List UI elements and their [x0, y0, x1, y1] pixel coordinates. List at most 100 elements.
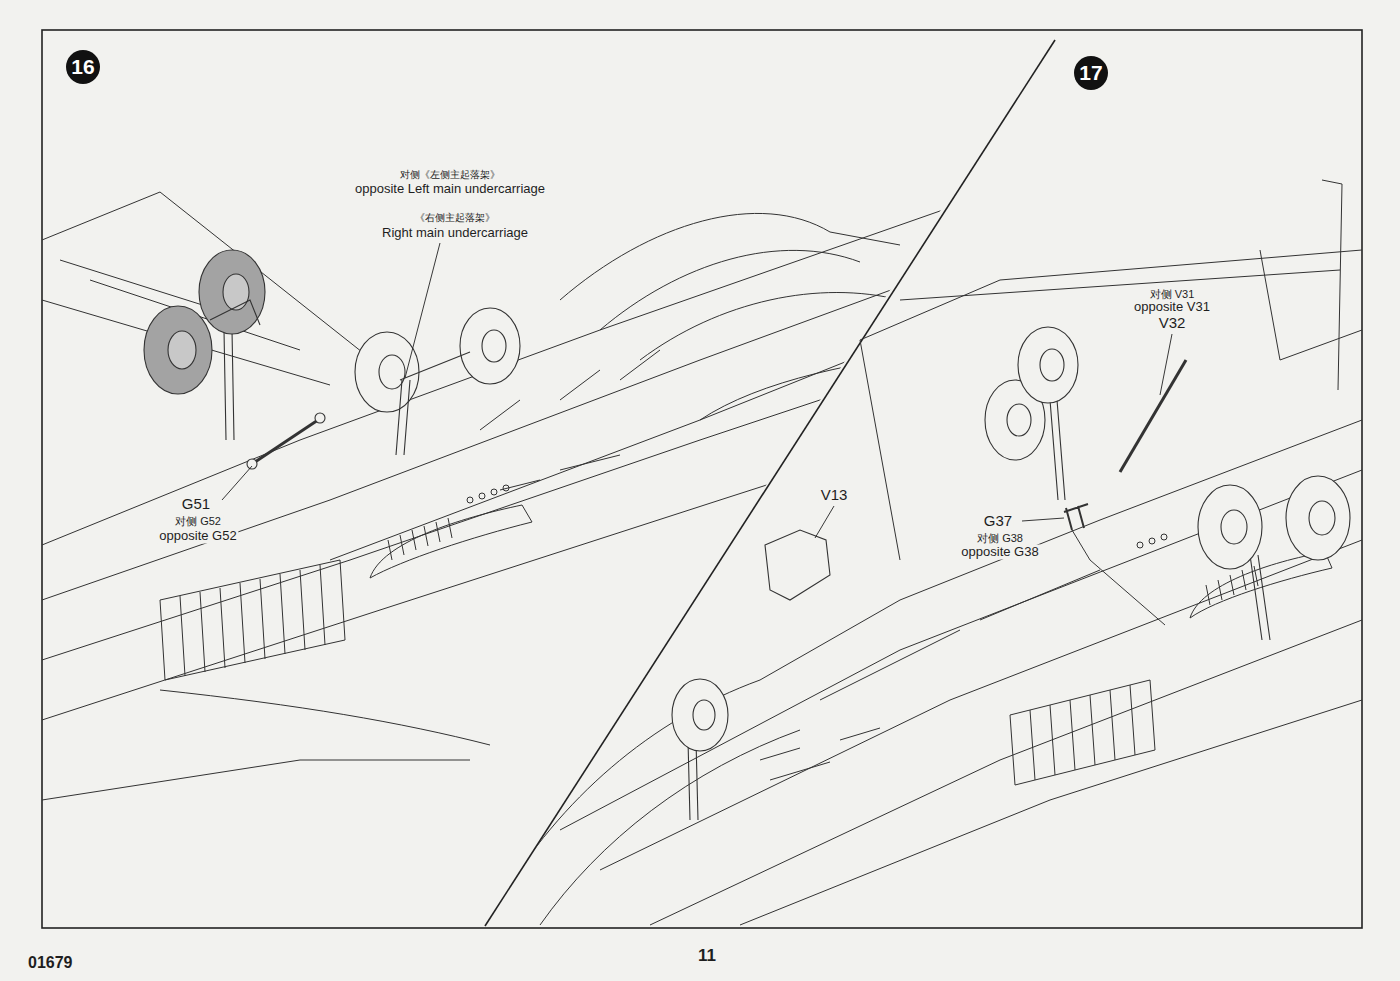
aircraft-drawing: [640, 293, 900, 361]
leader-line: [405, 243, 440, 378]
landing-gear: [144, 306, 212, 394]
landing-gear: [1309, 501, 1335, 535]
aircraft-drawing: [650, 620, 1362, 925]
landing-gear: [765, 530, 830, 600]
landing-gear: [1064, 504, 1088, 530]
landing-gear: [144, 250, 520, 469]
landing-gear: [199, 250, 265, 334]
aircraft-drawing: [820, 570, 1100, 700]
aircraft-drawing: [860, 250, 1362, 340]
part-label: 对侧 G52: [173, 515, 223, 528]
aircraft-drawing: [479, 493, 485, 499]
aircraft-drawing: [900, 270, 1340, 300]
step-number: 16: [66, 50, 100, 84]
part-label: G51: [180, 495, 212, 512]
aircraft-drawing: [560, 213, 900, 300]
landing-gear: [1198, 485, 1262, 569]
step-number: 17: [1074, 56, 1108, 90]
part-label: opposite G38: [959, 545, 1040, 560]
aircraft-drawing: [1137, 542, 1143, 548]
part-label: Right main undercarriage: [380, 226, 530, 241]
page-number: 01679: [26, 954, 75, 972]
part-label: G37: [982, 512, 1014, 529]
page-frame: [42, 30, 1362, 928]
part-label: V13: [819, 486, 850, 503]
aircraft-drawing: [42, 190, 1000, 545]
aircraft-drawing: [1030, 685, 1135, 780]
part-label: 对侧 V31: [1148, 288, 1197, 301]
step-number-text: 16: [71, 55, 94, 79]
aircraft-drawing: [1206, 566, 1258, 605]
page-frame: [485, 40, 1055, 926]
landing-gear: [247, 459, 257, 469]
landing-gear: [168, 331, 196, 369]
aircraft-drawing: [600, 540, 1362, 870]
aircraft-drawing: [740, 700, 1362, 925]
aircraft-drawing: [1149, 538, 1155, 544]
part-label: 对侧《左侧主起落架》: [398, 169, 502, 181]
aircraft-drawing: [503, 485, 509, 491]
part-label: 《右侧主起落架》: [413, 212, 497, 224]
aircraft-drawing: [560, 470, 1362, 830]
aircraft-drawing: [42, 250, 1000, 600]
aircraft-drawing: [760, 420, 1362, 680]
aircraft-drawing: [467, 497, 473, 503]
landing-gear: [255, 420, 318, 462]
landing-gear: [1050, 400, 1065, 500]
aircraft-drawing: [500, 680, 760, 900]
aircraft-drawing: [1260, 250, 1362, 360]
leader-line: [222, 466, 252, 500]
landing-gear: [672, 327, 1350, 820]
part-label: opposite V31: [1132, 300, 1212, 315]
aircraft-drawing: [491, 489, 497, 495]
part-label: opposite G52: [157, 529, 238, 544]
part-label: opposite Left main undercarriage: [353, 182, 547, 197]
landing-gear: [315, 413, 325, 423]
landing-gear: [379, 355, 405, 389]
landing-gear: [688, 740, 698, 820]
step-number-text: 17: [1079, 61, 1102, 85]
aircraft-drawing: [860, 340, 900, 560]
landing-gear: [210, 300, 260, 325]
leader-line: [222, 243, 440, 500]
aircraft-drawing: [180, 565, 325, 676]
landing-gear: [693, 700, 715, 730]
part-label: 对侧 G38: [975, 532, 1025, 545]
aircraft-drawing: [42, 760, 470, 800]
aircraft-drawing: [1322, 180, 1342, 390]
leader-line: [815, 334, 1172, 625]
aircraft-drawing: [700, 350, 960, 420]
leader-line: [815, 506, 834, 538]
aircraft-drawing: [330, 300, 1000, 560]
aircraft-drawing: [500, 455, 620, 490]
landing-gear: [1018, 327, 1078, 403]
leader-line: [1072, 530, 1165, 625]
landing-gear: [1286, 476, 1350, 560]
landing-gear: [482, 330, 506, 362]
landing-gear: [1250, 555, 1270, 640]
aircraft-drawing: [500, 180, 1362, 925]
landing-gear: [1007, 404, 1031, 436]
aircraft-drawing: [600, 250, 860, 330]
landing-gear: [1040, 349, 1064, 381]
aircraft-drawing: [1161, 534, 1167, 540]
landing-gear: [460, 308, 520, 384]
aircraft-drawing: [760, 728, 880, 780]
leader-line: [1022, 518, 1064, 521]
page-number: 11: [696, 946, 718, 966]
landing-gear: [223, 274, 249, 310]
aircraft-drawing: [160, 560, 345, 680]
aircraft-drawing: [370, 505, 532, 578]
page-frame: [42, 30, 1362, 928]
landing-gear: [672, 679, 728, 751]
aircraft-drawing: [42, 190, 1000, 800]
aircraft-drawing: [160, 690, 490, 745]
landing-gear: [224, 330, 234, 440]
aircraft-drawing: [1010, 680, 1155, 785]
landing-gear: [1120, 360, 1186, 472]
landing-gear: [355, 332, 419, 412]
leader-line: [1160, 334, 1172, 395]
